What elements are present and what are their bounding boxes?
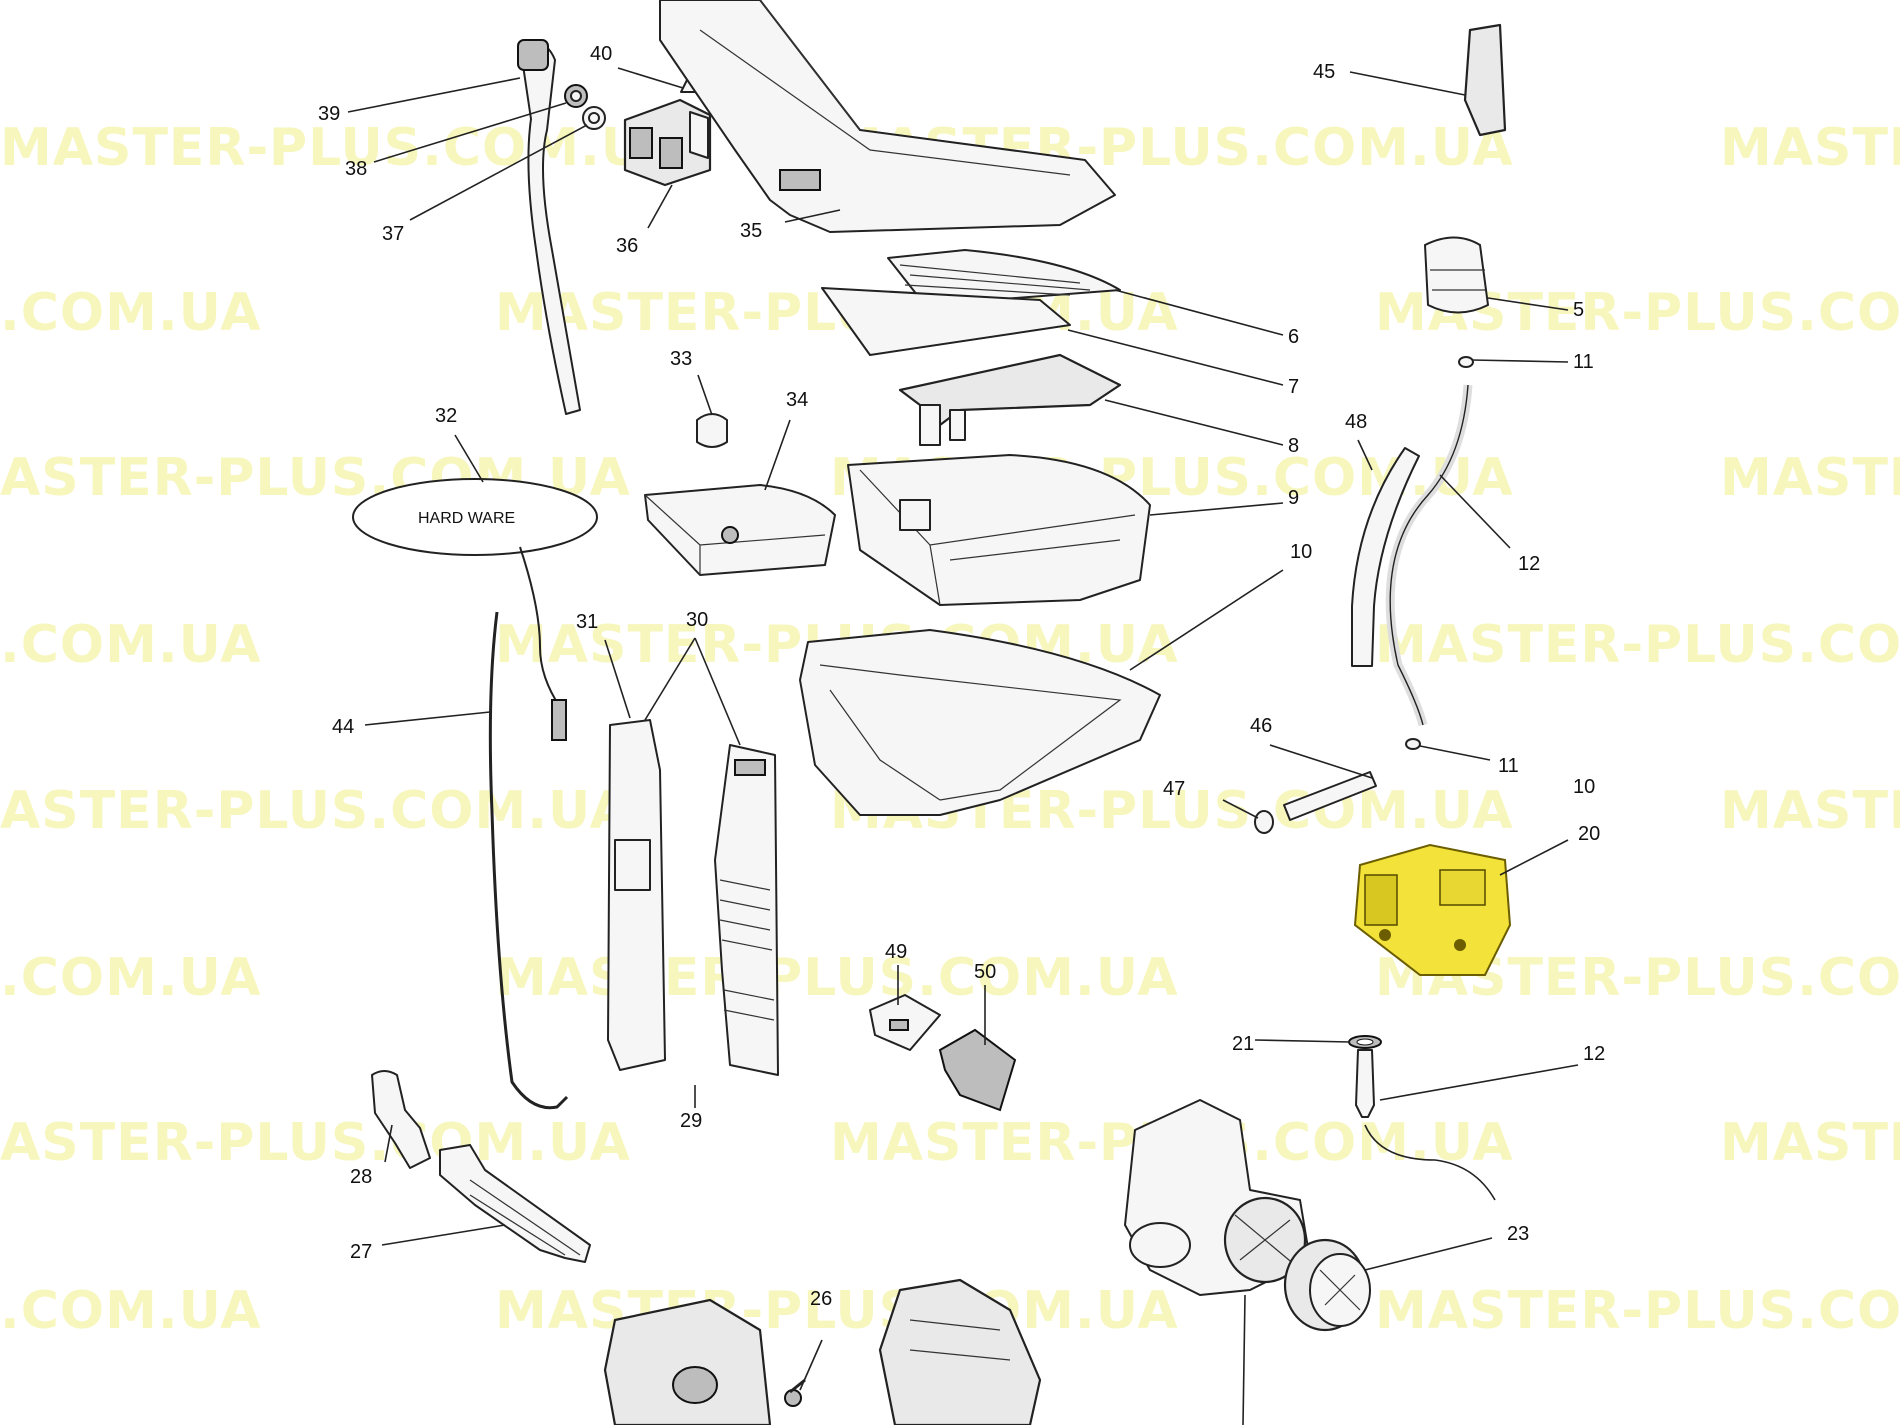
part-38-washer [564,84,588,108]
watermark: ASTER-PLUS.COM.UA [0,781,631,841]
watermark: .COM.UA [0,948,262,1008]
callout-30: 30 [686,609,708,631]
callout-49: 49 [885,941,907,963]
part-33-cap [696,413,728,448]
callout-12: 12 [1518,553,1540,575]
part-47-ring [1254,810,1274,834]
part-23-filter [1283,1238,1371,1332]
watermark: MASTER-PLUS.COM.UA [0,118,684,178]
watermark: MASTER-PLUS.COM.UA [495,948,1179,1008]
callout-23: 23 [1507,1223,1529,1245]
part-32-hardware: HARD WARE [352,478,598,556]
callout-33: 33 [670,348,692,370]
part-motor-left [603,1298,772,1425]
part-11-o-ring [1405,738,1421,750]
watermark-layer: MASTER-PLUS.COM.UA MASTER-PLUS.COM.UA MA… [0,118,1900,1341]
watermark: MASTER-PLUS.COM.UA [1375,1281,1900,1341]
part-35-top-panel [659,0,1116,233]
part-39-inlet-hose [517,39,581,415]
part-46-rod [1283,771,1377,821]
callout-9: 9 [1288,487,1299,509]
watermark: ASTER-PLUS.COM.UA [0,1113,631,1173]
part-11-o-ring [1458,356,1474,368]
part-8-distributor [898,353,1122,446]
part-20-door-lock-highlighted [1353,843,1512,976]
callout-47: 47 [1163,778,1185,800]
part-10-housing [799,629,1161,816]
callout-29: 29 [680,1110,702,1132]
callout-34: 34 [786,389,808,411]
part-9-drawer [847,454,1151,606]
callout-38: 38 [345,158,367,180]
callout-20: 20 [1578,823,1600,845]
part-34-tray [644,484,836,576]
part-50-plug [938,1028,1017,1112]
leader-lines [347,67,1579,1391]
callout-44: 44 [332,716,354,738]
part-28-thermostat [371,1070,431,1169]
callout-32: 32 [435,405,457,427]
callout-5: 5 [1573,299,1584,321]
part-27-heater [439,1144,591,1263]
callout-26: 26 [810,1288,832,1310]
callout-7: 7 [1288,376,1299,398]
part-12-tube [1385,384,1473,727]
callout-11: 11 [1573,351,1594,373]
callout-45: 45 [1313,61,1335,83]
watermark: MASTER-PLUS.COM.UA [495,1281,1179,1341]
callout-21: 21 [1232,1033,1254,1055]
part-6-pad [887,249,1121,306]
part-30-control-board [714,744,779,1076]
part-21-gasket [1348,1035,1382,1049]
callout-35: 35 [740,220,762,242]
watermark: MASTE [1720,1113,1900,1173]
callout-27: 27 [350,1241,372,1263]
callout-11: 11 [1498,755,1519,777]
callout-10: 10 [1573,776,1595,798]
callout-50: 50 [974,961,996,983]
watermark: .COM.UA [0,1281,262,1341]
callout-48: 48 [1345,411,1367,433]
part-motor-right [878,1278,1042,1425]
callout-37: 37 [382,223,404,245]
callout-39: 39 [318,103,340,125]
callout-numbers: 39 38 37 40 36 35 45 6 7 5 11 33 34 8 32… [318,43,1605,1310]
watermark: MASTE [1720,781,1900,841]
callout-36: 36 [616,235,638,257]
part-31-cover [607,719,666,1071]
part-49-switch [869,994,941,1051]
part-44-wiring [488,546,569,1110]
part-26-screw [784,1378,806,1407]
callout-10: 10 [1290,541,1312,563]
part-48-hose [1351,447,1420,667]
callout-12: 12 [1583,1043,1605,1065]
part-7-pad [821,287,1071,356]
watermark: .COM.UA [0,283,262,343]
watermark: MASTE [1720,118,1900,178]
callout-46: 46 [1250,715,1272,737]
hardware-label: HARD WARE [418,510,515,527]
part-37-washer [582,106,606,130]
part-45-clip [1463,23,1507,137]
part-12-sensor [1355,1049,1496,1201]
watermark: .COM.UA [0,615,262,675]
watermark: MASTER-PLUS.COM.UA [1375,615,1900,675]
watermark: MASTE [1720,448,1900,508]
callout-6: 6 [1288,326,1299,348]
callout-31: 31 [576,611,598,633]
callout-40: 40 [590,43,612,65]
part-5-pressure-switch [1424,236,1489,314]
part-36-inlet-valve [623,98,712,187]
callout-28: 28 [350,1166,372,1188]
callout-8: 8 [1288,435,1299,457]
